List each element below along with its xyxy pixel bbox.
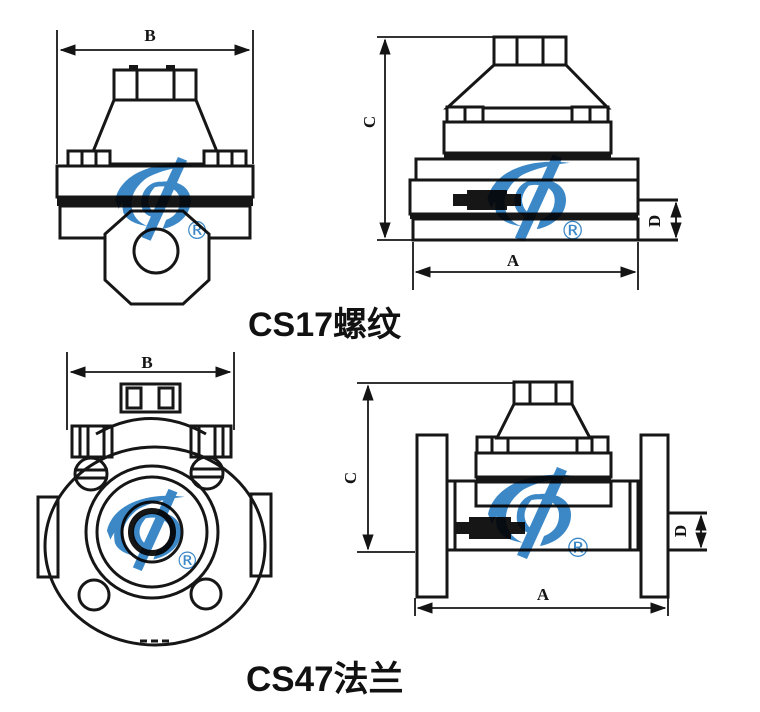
cap-bolt: [157, 386, 175, 410]
outlet-port: [638, 198, 678, 242]
side-bolts: [445, 105, 610, 124]
slotted-screws: [73, 455, 225, 492]
side-bolts: [475, 435, 610, 455]
valve-cap: [512, 380, 574, 406]
cs17-front-dimension-b: B: [56, 26, 254, 164]
seam-band: [410, 214, 638, 219]
cs47-side-dimension-d: D: [671, 514, 707, 549]
cap-bolt: [125, 386, 143, 410]
left-flange: [415, 433, 449, 599]
cs17-front-view: B: [55, 26, 255, 306]
left-lug: [36, 495, 60, 579]
cs17-side-dimension-a: A: [412, 242, 639, 290]
cs47-front-dimension-b: B: [66, 352, 235, 430]
flange-disc: [43, 445, 267, 647]
outlet-port: [668, 511, 707, 552]
dim-label-a: A: [507, 251, 520, 270]
cs47-caption: CS47法兰: [246, 660, 404, 699]
dim-label-c: C: [341, 472, 360, 484]
raised-face-inner: [95, 475, 209, 589]
raised-face-outer: [84, 464, 220, 600]
upper-body: [442, 120, 613, 155]
dim-label-d: D: [645, 215, 664, 227]
dim-label-a: A: [537, 585, 550, 604]
bolt-hole: [189, 577, 223, 611]
cs47-front-view: B: [36, 352, 273, 647]
valve-cap: [492, 35, 568, 67]
cap-nub: [129, 65, 138, 71]
dim-label-c: C: [360, 116, 379, 128]
cs47-side-view: C D: [341, 380, 707, 616]
cs17-caption: CS17螺纹: [248, 306, 402, 344]
bolt-hole: [77, 578, 111, 612]
dim-label-b: B: [144, 26, 155, 45]
threaded-bore: [132, 227, 180, 275]
side-bolt-stack: [70, 424, 233, 459]
valve-cap: [112, 68, 198, 102]
dim-label-d: D: [671, 525, 690, 537]
right-flange: [639, 433, 670, 599]
bonnet-block: [474, 451, 613, 479]
cs17-side-view: C D: [360, 35, 682, 290]
right-lug: [249, 492, 273, 578]
bonnet-trapezoid: [443, 63, 612, 110]
gasket-band: [444, 153, 611, 159]
bonnet-dome: [95, 417, 207, 436]
cap-nub: [166, 65, 175, 71]
dim-label-b: B: [141, 353, 152, 372]
cs17-side-dimension-d: D: [645, 201, 682, 239]
cs47-side-dimension-a: A: [414, 585, 669, 616]
bonnet-trapezoid: [494, 402, 593, 440]
gasket-band: [57, 197, 253, 206]
